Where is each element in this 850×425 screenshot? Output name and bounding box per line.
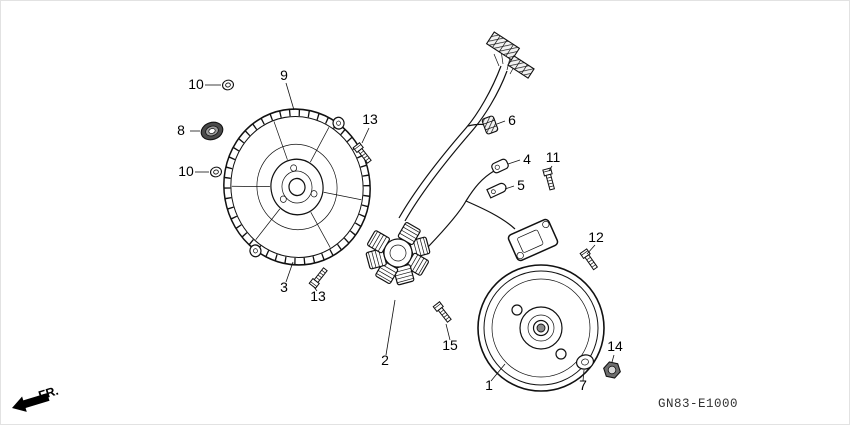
callout-2: 2 bbox=[381, 352, 389, 368]
callout-labels: 10 9 8 10 13 3 13 2 6 4 5 11 12 15 1 7 1… bbox=[177, 67, 623, 393]
stator-coil-assembly bbox=[365, 222, 431, 286]
wire-clamp-4 bbox=[491, 158, 509, 174]
callout-13-lower: 13 bbox=[310, 288, 326, 304]
connector-block-a bbox=[485, 31, 521, 61]
callout-11: 11 bbox=[546, 149, 561, 165]
flywheel-rotor bbox=[477, 264, 605, 392]
callout-12: 12 bbox=[588, 229, 604, 245]
callout-7: 7 bbox=[579, 377, 587, 393]
connector-block-b bbox=[507, 55, 535, 79]
washer-7 bbox=[575, 354, 595, 370]
callout-3: 3 bbox=[280, 279, 288, 295]
leader-lines bbox=[190, 82, 615, 382]
pickup-coil-unit bbox=[507, 218, 559, 262]
bolt-11 bbox=[542, 167, 557, 191]
wire-clamp-5 bbox=[486, 182, 507, 199]
callout-10-lower: 10 bbox=[178, 163, 194, 179]
callout-5: 5 bbox=[517, 177, 525, 193]
fr-direction-indicator: FR. bbox=[12, 384, 60, 412]
fr-label: FR. bbox=[37, 384, 60, 403]
bolt-12 bbox=[579, 248, 600, 272]
callout-4: 4 bbox=[523, 151, 531, 167]
grommet-6 bbox=[481, 115, 499, 135]
wire-harness bbox=[398, 49, 517, 248]
diagram-code: GN83-E1000 bbox=[658, 397, 738, 411]
flange-nut-14 bbox=[603, 361, 621, 379]
callout-1: 1 bbox=[485, 377, 493, 393]
plate-mount-lug-upper bbox=[332, 116, 345, 130]
bolt-15 bbox=[432, 301, 453, 324]
bolt-13-lower bbox=[308, 266, 329, 289]
plate-mount-lug-lower bbox=[249, 244, 262, 258]
callout-15: 15 bbox=[442, 337, 458, 353]
callout-13-upper: 13 bbox=[362, 111, 378, 127]
callout-14: 14 bbox=[607, 338, 623, 354]
washer-10-upper bbox=[220, 78, 236, 92]
stator-base-plate bbox=[223, 108, 371, 266]
callout-9: 9 bbox=[280, 67, 288, 83]
callout-10-upper: 10 bbox=[188, 76, 204, 92]
callout-8: 8 bbox=[177, 122, 185, 138]
callout-6: 6 bbox=[508, 112, 516, 128]
oil-seal-8 bbox=[200, 121, 224, 141]
washer-10-lower bbox=[208, 165, 224, 179]
fr-arrow-icon bbox=[12, 393, 50, 412]
